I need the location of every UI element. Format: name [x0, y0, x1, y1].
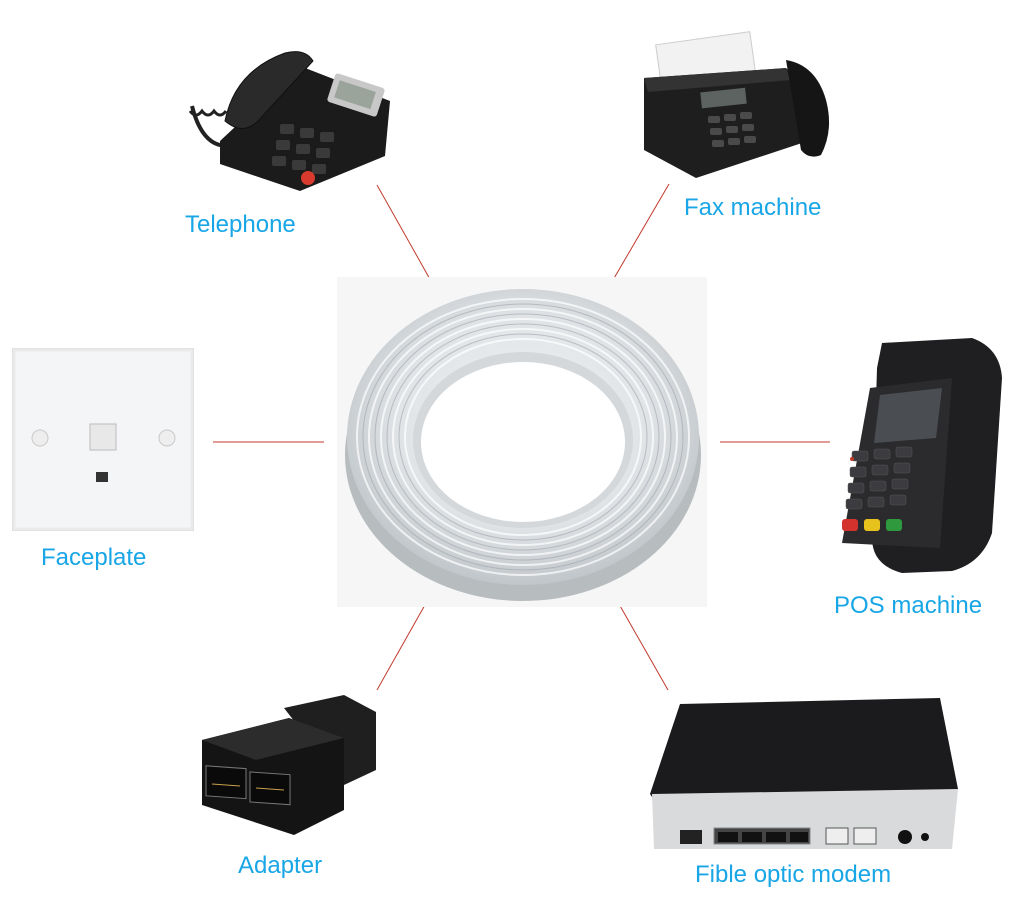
telephone-label: Telephone: [185, 211, 296, 238]
faceplate-icon: [12, 348, 194, 531]
adapter-label: Adapter: [238, 852, 323, 879]
fax-label: Fax machine: [684, 194, 822, 221]
pos-label: POS machine: [834, 592, 983, 619]
fax-node: [636, 30, 846, 180]
optic-modem-icon: [650, 698, 958, 849]
connector-modem: [614, 596, 669, 691]
modem-node: [640, 694, 962, 854]
rj45-adapter-icon: [202, 695, 376, 835]
connector-telephone: [376, 184, 432, 282]
connector-fax: [612, 183, 670, 281]
telephone-icon: [188, 51, 390, 191]
faceplate-node: [12, 348, 194, 531]
adapter-node: [194, 690, 380, 840]
pos-node: [822, 333, 1012, 578]
telephone-node: [180, 46, 405, 196]
cable-coil-panel: [337, 277, 707, 607]
connector-adapter: [376, 595, 431, 691]
modem-label: Fible optic modem: [695, 861, 892, 888]
faceplate-label: Faceplate: [41, 544, 147, 571]
cable-coil-icon: [345, 289, 701, 601]
fax-machine-icon: [644, 31, 830, 178]
pos-terminal-icon: [842, 338, 1002, 573]
